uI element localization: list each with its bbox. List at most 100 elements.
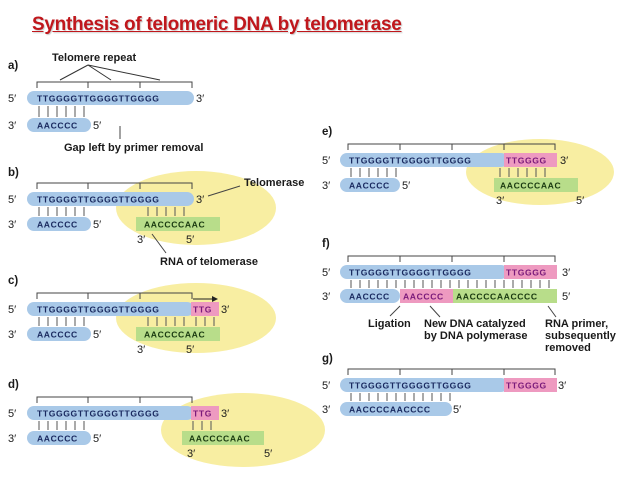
telomerase-label: Telomerase: [244, 177, 304, 189]
bottom-strand-original: [340, 289, 400, 303]
bottom-strand-seq: AACCCC: [37, 434, 78, 444]
top-strand: [27, 91, 194, 105]
panel-a-letter: a): [8, 60, 18, 72]
new-dna-extension: [504, 378, 557, 392]
rna-template: [136, 327, 220, 341]
end-5prime: 5′: [186, 344, 194, 356]
end-3prime: 3′: [187, 448, 195, 460]
bottom-strand: [340, 178, 400, 192]
rna-template: [494, 178, 578, 192]
end-5prime: 5′: [93, 329, 101, 341]
rna-template: [136, 217, 220, 231]
base-pairs: [350, 168, 546, 177]
panel-e: e) 5′ TTGGGGTTGGGGTTGGGG TTGGGG 3′ 3′ AA…: [322, 126, 614, 207]
end-3prime: 3′: [322, 291, 330, 303]
rna-template: [182, 431, 264, 445]
top-strand: [27, 406, 194, 420]
end-3prime: 3′: [322, 180, 330, 192]
repeat-brackets: [36, 292, 193, 299]
repeat-brackets: [347, 368, 556, 375]
rna-primer-segment: [453, 289, 557, 303]
telomerase-pointer: [207, 185, 241, 197]
repeat-brackets: [347, 143, 556, 150]
rna-template-seq: AACCCCAAC: [144, 330, 205, 340]
end-5prime: 5′: [186, 234, 194, 246]
panel-b-letter: b): [8, 167, 19, 179]
panel-e-letter: e): [322, 126, 332, 138]
bottom-strand-seq: AACCCC: [349, 181, 390, 191]
new-dna-seq: TTGGGG: [506, 268, 547, 278]
new-dna-extension: [504, 265, 557, 279]
end-5prime: 5′: [264, 448, 272, 460]
panel-f: f) 5′ TTGGGGTTGGGGTTGGGG TTGGGG 3′ 3′ AA…: [322, 238, 617, 354]
end-5prime: 5′: [93, 433, 101, 445]
panel-c-letter: c): [8, 275, 18, 287]
new-dna-seq: TTG: [193, 409, 212, 419]
panel-b: b) 5′ TTGGGGTTGGGGTTGGGG 3′ Telomerase 3…: [8, 167, 304, 268]
telomere-repeat-label: Telomere repeat: [52, 52, 137, 64]
bottom-strand-seq: AACCCCAACCCC: [349, 405, 431, 415]
rna-primer-label: subsequently: [545, 330, 617, 342]
end-3prime: 3′: [8, 120, 16, 132]
new-dna-extension: [191, 406, 219, 420]
bottom-strand: [27, 217, 91, 231]
new-dna-seq: AACCCC: [403, 292, 444, 302]
telomerase-enzyme: [466, 139, 614, 205]
new-dna-extension: [191, 302, 219, 316]
top-strand-seq: TTGGGGTTGGGGTTGGGG: [349, 156, 472, 166]
end-3prime: 3′: [196, 93, 204, 105]
arrow-head-icon: [212, 296, 218, 302]
end-5prime: 5′: [8, 304, 16, 316]
end-5prime: 5′: [322, 267, 330, 279]
panel-f-letter: f): [322, 238, 330, 250]
rna-primer-seq: AACCCCAACCCC: [456, 292, 538, 302]
top-strand: [340, 378, 508, 392]
top-strand-seq: TTGGGGTTGGGGTTGGGG: [349, 381, 472, 391]
top-strand-seq: TTGGGGTTGGGGTTGGGG: [37, 195, 160, 205]
new-dna-seq: TTGGGG: [506, 381, 547, 391]
telomere-repeat-pointer: [59, 64, 161, 81]
new-dna-seq: TTG: [193, 305, 212, 315]
base-pairs: [38, 421, 212, 430]
bottom-strand-seq: AACCCC: [37, 121, 78, 131]
rna-template-seq: AACCCCAAC: [189, 434, 250, 444]
bottom-strand: [27, 431, 91, 445]
end-3prime: 3′: [558, 380, 566, 392]
panel-d-letter: d): [8, 379, 19, 391]
rna-pointer: [151, 233, 167, 254]
rna-of-telomerase-label: RNA of telomerase: [160, 256, 258, 268]
new-dna-extension: [504, 153, 557, 167]
end-3prime: 3′: [137, 234, 145, 246]
top-strand: [27, 302, 194, 316]
repeat-brackets: [36, 396, 193, 403]
end-3prime: 3′: [8, 329, 16, 341]
top-strand-seq: TTGGGGTTGGGGTTGGGG: [37, 94, 160, 104]
end-3prime: 3′: [322, 404, 330, 416]
annotation-pointers: [389, 305, 557, 318]
end-5prime: 5′: [402, 180, 410, 192]
repeat-brackets: [36, 182, 193, 189]
end-3prime: 3′: [8, 433, 16, 445]
base-pairs: [38, 317, 215, 326]
top-strand: [27, 192, 194, 206]
end-5prime: 5′: [576, 195, 584, 207]
bottom-strand: [340, 402, 452, 416]
base-pairs: [350, 280, 550, 288]
rna-template-seq: AACCCCAAC: [500, 181, 561, 191]
new-dna-label: New DNA catalyzed: [424, 318, 526, 330]
ligation-label: Ligation: [368, 318, 411, 330]
end-5prime: 5′: [8, 194, 16, 206]
rna-primer-label: removed: [545, 342, 591, 354]
panel-g-letter: g): [322, 353, 333, 365]
end-3prime: 3′: [137, 344, 145, 356]
panel-d: d) 5′ TTGGGGTTGGGGTTGGGG TTG 3′ 3′ AACCC…: [8, 379, 325, 467]
panel-g: g) 5′ TTGGGGTTGGGGTTGGGG TTGGGG 3′ 3′ AA…: [322, 353, 566, 416]
end-5prime: 5′: [8, 93, 16, 105]
base-pairs: [38, 207, 185, 216]
bottom-strand-seq: AACCCC: [37, 220, 78, 230]
bottom-strand: [27, 327, 91, 341]
rna-primer-label: RNA primer,: [545, 318, 608, 330]
bottom-strand-seq: AACCCC: [349, 292, 390, 302]
end-3prime: 3′: [8, 219, 16, 231]
bottom-strand-seq: AACCCC: [37, 330, 78, 340]
